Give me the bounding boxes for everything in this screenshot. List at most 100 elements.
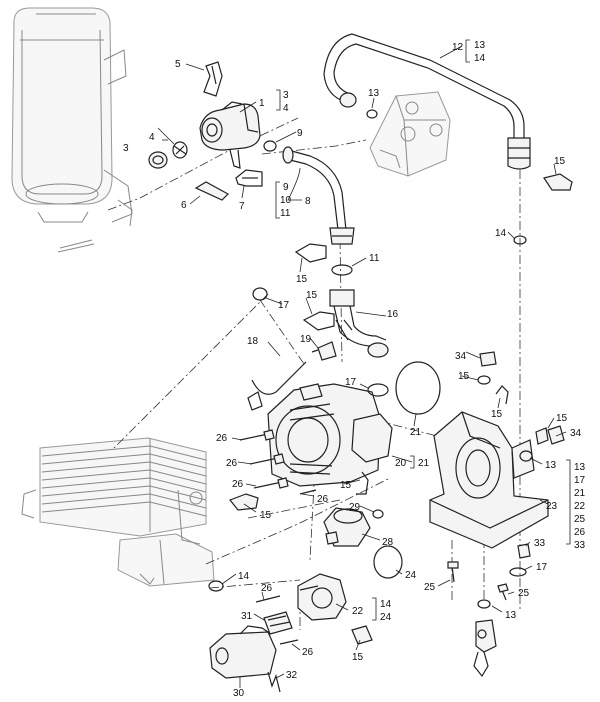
pump-assembly-20 [267, 383, 393, 487]
callout-25-b: 25 [518, 588, 530, 599]
o-ring-13-right [519, 450, 533, 462]
callout-13-bottom: 13 [505, 610, 517, 621]
ring-24-mid [373, 545, 403, 579]
elbow-pipe-16 [329, 289, 389, 358]
callout-26-list: 26 [574, 527, 586, 538]
cap-34-top [479, 351, 497, 367]
callout-14-group-bottom: 14 [380, 599, 392, 610]
cartridge-31 [263, 611, 293, 635]
callout-17-list: 17 [574, 475, 586, 486]
screws-26 [239, 429, 317, 495]
callout-34-top: 34 [455, 351, 467, 362]
callout-15-far-right: 15 [556, 413, 568, 424]
callout-15-top-right: 15 [554, 156, 566, 167]
clip-15-a [294, 243, 327, 263]
pipe-8 [282, 146, 355, 245]
callout-17-bottom: 17 [536, 562, 548, 573]
callout-30: 30 [233, 688, 245, 699]
callout-15-right-top: 15 [458, 371, 470, 382]
callout-34-right: 34 [570, 428, 582, 439]
callout-4: 4 [149, 132, 155, 143]
callout-17-left: 17 [278, 300, 290, 311]
screws-26-bottom [255, 595, 299, 645]
o-ring-29 [372, 509, 384, 519]
spring-clip-32 [267, 671, 281, 693]
callout-26-b: 26 [226, 458, 238, 469]
callout-13-right: 13 [545, 460, 557, 471]
callout-labels: 5 1 3 4 3 4 9 6 7 9 10 11 8 12 13 14 13 … [123, 40, 586, 699]
o-ring-14-right [513, 235, 527, 245]
callout-33-list: 33 [574, 540, 586, 551]
callout-5: 5 [175, 59, 181, 70]
o-ring-13-top [366, 109, 378, 119]
o-ring-17-right [477, 375, 491, 385]
callout-4-group: 4 [283, 103, 289, 114]
callout-24: 24 [405, 570, 417, 581]
callout-19: 19 [300, 334, 312, 345]
callout-15-d: 15 [260, 510, 272, 521]
valve-body-1 [199, 101, 261, 169]
callout-3-group: 3 [283, 90, 289, 101]
callout-25-a: 25 [424, 582, 436, 593]
callout-14-group: 14 [474, 53, 486, 64]
cable-18 [247, 361, 307, 411]
callout-9-top: 9 [297, 128, 303, 139]
manifold-23 [429, 411, 549, 549]
sensor-19 [311, 341, 337, 361]
callout-14-bottom-left: 14 [238, 571, 250, 582]
o-ring-17-left [252, 287, 268, 301]
o-ring-9 [263, 140, 277, 152]
callout-29: 29 [349, 502, 361, 513]
callout-26-e: 26 [261, 583, 273, 594]
screw-25-a [447, 561, 459, 583]
callout-26-f: 26 [302, 647, 314, 658]
callout-15-b: 15 [306, 290, 318, 301]
drain-valve [473, 619, 497, 678]
heat-exchanger-frame [11, 7, 133, 253]
clip-7 [235, 169, 263, 187]
motor-30 [209, 625, 277, 679]
callout-15-right-mid: 15 [491, 409, 503, 420]
valve-assembly-22 [297, 573, 347, 621]
cap-34-right [535, 425, 565, 445]
callout-25-list: 25 [574, 514, 586, 525]
callout-33: 33 [534, 538, 546, 549]
callout-22: 22 [352, 606, 364, 617]
callout-26-c: 26 [232, 479, 244, 490]
o-ring-13-bottom [477, 599, 491, 609]
callout-18: 18 [247, 336, 259, 347]
callout-24-group-bottom: 24 [380, 612, 392, 623]
callout-13-list: 13 [574, 462, 586, 473]
leader-lines [157, 39, 571, 688]
clip-15-c [356, 471, 369, 495]
callout-21-group: 21 [418, 458, 430, 469]
callout-11-group: 11 [280, 208, 291, 219]
clip-15-e [495, 385, 509, 405]
callout-3: 3 [123, 143, 129, 154]
screw-25-b [497, 583, 509, 601]
plate-heat-exchanger [21, 437, 215, 587]
callout-17-mid: 17 [345, 377, 357, 388]
filter-screen-4 [172, 141, 188, 159]
retaining-clip-5 [203, 61, 223, 97]
callout-16: 16 [387, 309, 399, 320]
callout-12: 12 [452, 42, 464, 53]
ring-14-bottom [208, 580, 224, 592]
callout-31: 31 [241, 611, 253, 622]
callout-10: 10 [280, 195, 292, 206]
callout-13-top: 13 [368, 88, 380, 99]
callout-14-right: 14 [495, 228, 507, 239]
clip-15-bottom [351, 625, 373, 645]
callout-20: 20 [395, 458, 407, 469]
callout-23: 23 [546, 501, 558, 512]
clip-15-d [229, 493, 259, 511]
callout-15-a: 15 [296, 274, 308, 285]
callout-26-a: 26 [216, 433, 228, 444]
callout-8: 8 [305, 196, 311, 207]
ring-seal-21 [395, 361, 441, 415]
sensor-probe-6 [194, 181, 229, 201]
callout-15-c: 15 [340, 480, 352, 491]
o-ring-17-mid [367, 383, 389, 397]
callout-26-d: 26 [317, 494, 329, 505]
callout-13-group: 13 [474, 40, 486, 51]
